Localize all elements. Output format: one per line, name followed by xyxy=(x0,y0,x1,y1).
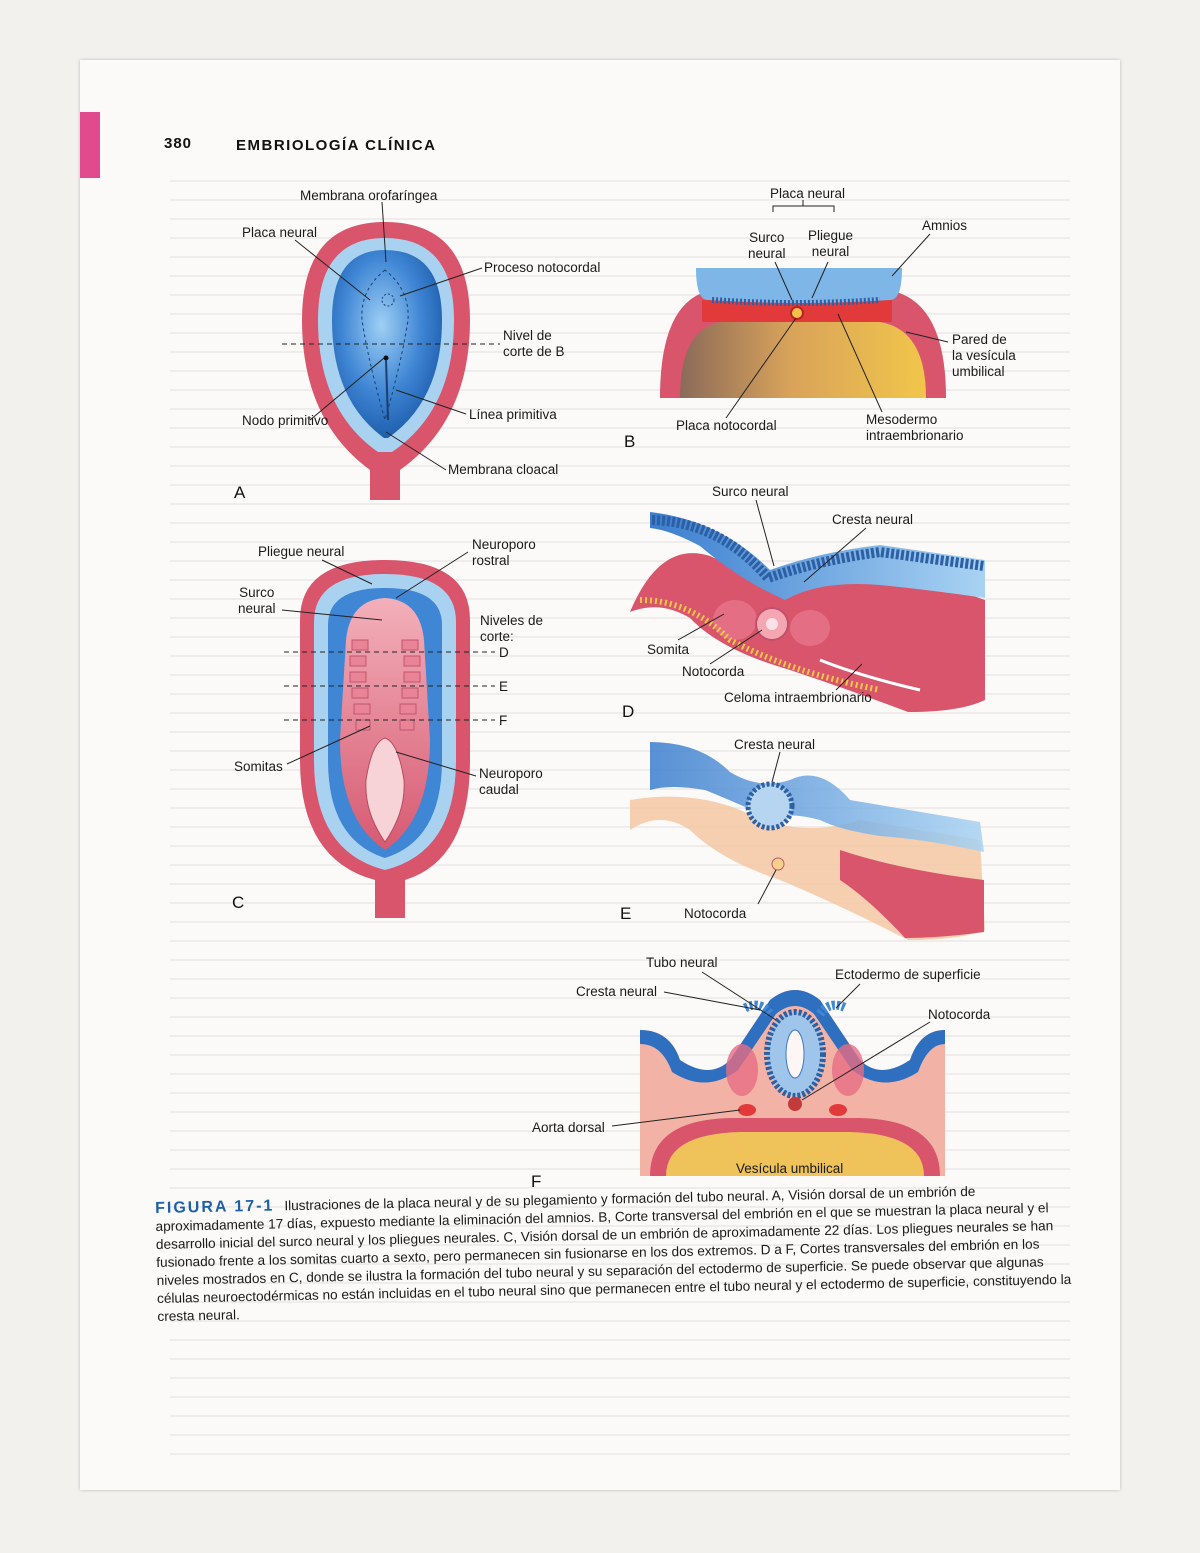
label-cresta-neural-d: Cresta neural xyxy=(832,512,914,527)
label-surco-neural-b: Surco neural xyxy=(748,230,786,261)
running-title: EMBRIOLOGÍA CLÍNICA xyxy=(236,137,437,154)
book-page xyxy=(80,60,1120,1490)
label-placa-notocordal: Placa notocordal xyxy=(676,418,777,433)
label-surco-neural-c: Surco neural xyxy=(238,585,276,616)
panel-c-embryo xyxy=(284,560,495,918)
page-number: 380 xyxy=(164,135,193,152)
label-membrana-cloacal: Membrana cloacal xyxy=(448,462,559,477)
label-mesodermo-intraembrionario: Mesodermo intraembrionario xyxy=(866,412,964,443)
panel-letter-a: A xyxy=(234,483,246,502)
label-nivel-corte-b: Nivel de corte de B xyxy=(503,328,565,359)
panel-c-leaders xyxy=(281,551,477,777)
panel-letter-d: D xyxy=(622,702,635,721)
label-proceso-notocordal: Proceso notocordal xyxy=(484,260,601,275)
label-amnios: Amnios xyxy=(922,218,968,233)
panel-e-section xyxy=(630,742,985,940)
caption-text: Ilustraciones de la placa neural y de su… xyxy=(155,1183,1072,1324)
label-nodo-primitivo: Nodo primitivo xyxy=(242,413,329,428)
label-somitas: Somitas xyxy=(234,759,283,774)
label-notocorda-e: Notocorda xyxy=(684,906,747,921)
label-aorta-dorsal: Aorta dorsal xyxy=(532,1120,605,1135)
panel-b-leaders xyxy=(725,200,949,419)
label-level-d: D xyxy=(499,645,509,660)
label-tubo-neural: Tubo neural xyxy=(646,955,718,970)
panel-e-leaders xyxy=(757,751,781,905)
label-notocorda-f: Notocorda xyxy=(928,1007,991,1022)
panel-f-section xyxy=(640,990,945,1176)
label-pliegue-neural-b: Pliegue neural xyxy=(808,228,854,259)
label-neuroporo-rostral: Neuroporo rostral xyxy=(472,537,536,568)
panel-a-embryo xyxy=(282,222,500,500)
label-linea-primitiva: Línea primitiva xyxy=(469,407,557,422)
panel-letter-f: F xyxy=(531,1172,542,1191)
label-level-f: F xyxy=(499,713,508,728)
label-level-e: E xyxy=(499,679,509,694)
label-surco-neural-d: Surco neural xyxy=(712,484,789,499)
panel-letter-b: B xyxy=(624,432,636,451)
panel-d-section xyxy=(630,512,985,712)
label-niveles-corte: Niveles de corte: xyxy=(480,613,544,644)
label-placa-neural-b: Placa neural xyxy=(770,186,846,201)
panel-letter-e: E xyxy=(620,904,632,923)
panel-a-leaders xyxy=(294,201,483,471)
label-cresta-neural-f: Cresta neural xyxy=(576,984,658,999)
label-placa-neural-a: Placa neural xyxy=(242,225,318,240)
chapter-tab xyxy=(80,112,100,178)
label-celoma-intraembrionario: Celoma intraembrionario xyxy=(724,690,872,705)
label-ectodermo-superficie: Ectodermo de superficie xyxy=(835,967,981,982)
label-pliegue-neural-c: Pliegue neural xyxy=(258,544,345,559)
panel-d-leaders xyxy=(677,499,867,691)
label-neuroporo-caudal: Neuroporo caudal xyxy=(479,766,543,797)
panel-b-section xyxy=(660,268,946,398)
panel-letter-c: C xyxy=(232,893,245,912)
label-vesicula-umbilical: Vesícula umbilical xyxy=(736,1161,844,1176)
label-somita: Somita xyxy=(647,642,690,657)
figure-label: FIGURA 17-1 xyxy=(155,1197,275,1217)
panel-f-leaders xyxy=(611,971,931,1127)
label-pared-vesicula: Pared de la vesícula umbilical xyxy=(952,332,1016,379)
label-notocorda-d: Notocorda xyxy=(682,664,745,679)
label-cresta-neural-e: Cresta neural xyxy=(734,737,816,752)
label-membrana-orofaringea: Membrana orofaríngea xyxy=(300,188,438,203)
